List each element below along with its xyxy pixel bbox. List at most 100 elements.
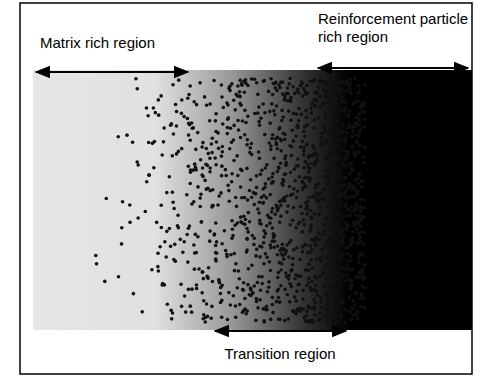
particle — [232, 98, 236, 102]
particle — [332, 171, 336, 175]
particle — [314, 284, 318, 288]
particle — [169, 124, 173, 128]
particle — [199, 158, 203, 162]
particle — [357, 271, 361, 275]
particle — [356, 140, 360, 144]
particle — [182, 115, 186, 119]
particle — [256, 93, 260, 97]
particle — [171, 311, 175, 315]
particle — [210, 305, 214, 309]
particle — [343, 140, 347, 144]
particle — [230, 219, 234, 223]
particle — [359, 305, 363, 309]
particle — [281, 243, 285, 247]
particle — [339, 316, 343, 320]
particle — [363, 263, 367, 267]
particle — [232, 294, 236, 298]
particle — [283, 252, 287, 256]
particle — [305, 116, 309, 120]
particle — [291, 219, 295, 223]
particle — [226, 183, 230, 187]
particle — [271, 311, 275, 315]
particle — [264, 232, 268, 236]
particle — [362, 125, 366, 129]
particle — [262, 241, 266, 245]
particle — [305, 84, 309, 88]
particle — [254, 254, 258, 258]
particle — [291, 309, 295, 313]
particle — [195, 283, 199, 287]
particle — [361, 253, 365, 257]
particle — [353, 133, 357, 137]
particle — [351, 102, 355, 106]
particle — [302, 145, 306, 149]
particle — [165, 191, 169, 195]
particle — [269, 318, 273, 322]
particle — [328, 243, 332, 247]
particle — [246, 211, 250, 215]
particle — [265, 255, 269, 259]
particle — [260, 169, 264, 173]
particle — [348, 213, 352, 217]
particle — [263, 111, 267, 115]
particle — [326, 155, 330, 159]
particle — [299, 306, 303, 310]
particle — [242, 79, 246, 83]
particle — [208, 229, 212, 233]
particle — [156, 251, 160, 255]
dimension-arrow — [215, 330, 346, 332]
particle — [212, 79, 216, 83]
particle — [307, 306, 311, 310]
particle — [363, 286, 367, 290]
particle — [283, 287, 287, 291]
particle — [234, 316, 238, 320]
particle — [297, 119, 301, 123]
particle — [103, 280, 107, 284]
particle — [327, 105, 331, 109]
particle — [317, 231, 321, 235]
particle — [214, 163, 218, 167]
particle — [355, 292, 359, 296]
particle — [227, 116, 231, 120]
particle — [205, 103, 209, 107]
particle — [281, 198, 285, 202]
particle — [229, 126, 233, 130]
particle — [344, 164, 348, 168]
particle — [228, 199, 232, 203]
particle — [328, 285, 332, 289]
particle — [272, 246, 276, 250]
particle — [231, 234, 235, 238]
particle — [192, 100, 196, 104]
particle — [224, 168, 228, 172]
particle — [294, 312, 298, 316]
particle — [268, 221, 272, 225]
particle — [200, 291, 204, 295]
particle — [350, 280, 354, 284]
particle — [263, 166, 267, 170]
particle — [353, 178, 357, 182]
particle — [248, 189, 252, 193]
particle — [299, 309, 303, 313]
particle — [347, 152, 351, 156]
particle — [201, 270, 205, 274]
particle — [266, 290, 270, 294]
particle — [283, 319, 287, 323]
particle — [302, 87, 306, 91]
particle — [296, 157, 300, 161]
particle — [345, 89, 349, 93]
particle — [303, 160, 307, 164]
particle — [236, 174, 240, 178]
particle — [236, 286, 240, 290]
particle — [362, 161, 366, 165]
particle — [315, 257, 319, 261]
particle — [302, 218, 306, 222]
particle — [257, 120, 261, 124]
particle — [211, 280, 215, 284]
particle — [272, 109, 276, 113]
particle — [324, 116, 328, 120]
particle — [265, 196, 269, 200]
particle — [361, 278, 365, 282]
particle — [313, 313, 317, 317]
particle — [321, 124, 325, 128]
particle — [292, 248, 296, 252]
